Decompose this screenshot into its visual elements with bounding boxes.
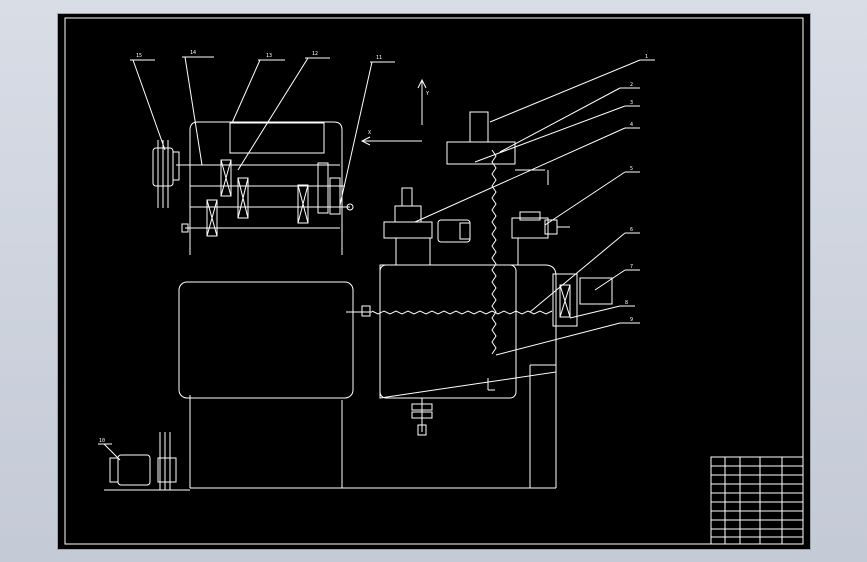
callout-6: 6 <box>630 227 633 233</box>
axis-label-vertical: Y <box>426 91 429 97</box>
drawing-sheet <box>57 13 811 550</box>
coolant-valve <box>411 398 433 436</box>
callout-8: 8 <box>625 300 628 306</box>
callout-5: 5 <box>630 166 633 172</box>
gearbox-cover <box>229 122 325 154</box>
callout-14: 14 <box>190 50 196 56</box>
callout-4: 4 <box>630 122 633 128</box>
main-pulley <box>152 140 189 233</box>
callout-3: 3 <box>630 100 633 106</box>
spindle-head <box>383 187 471 265</box>
leader-lines <box>98 56 655 461</box>
left-housing <box>178 281 354 399</box>
callout-1: 1 <box>645 54 648 60</box>
axis-label-horizontal: X <box>368 130 371 136</box>
main-motor <box>104 432 190 491</box>
axis-arrows: Y X <box>360 78 429 146</box>
callout-9: 9 <box>630 317 633 323</box>
callout-15: 15 <box>136 53 142 59</box>
upper-head <box>446 111 549 185</box>
vertical-lead-screw <box>491 149 497 355</box>
feed-gearbox <box>552 273 578 327</box>
callout-12: 12 <box>312 51 318 57</box>
drawing-frame <box>64 17 804 545</box>
horizontal-lead-screw <box>371 310 553 315</box>
feed-motor <box>579 277 613 305</box>
title-block <box>710 456 804 545</box>
machine-column <box>189 121 557 489</box>
tool-head-right <box>511 211 570 265</box>
callout-13: 13 <box>266 53 272 59</box>
work-housing <box>379 264 517 399</box>
callout-11: 11 <box>376 55 382 61</box>
callout-2: 2 <box>630 82 633 88</box>
callout-7: 7 <box>630 264 633 270</box>
gearbox-shafts <box>176 159 354 237</box>
callout-10: 10 <box>99 438 105 444</box>
callout-numbers: 1 2 3 4 5 6 7 8 9 10 11 12 13 14 15 <box>99 50 648 444</box>
